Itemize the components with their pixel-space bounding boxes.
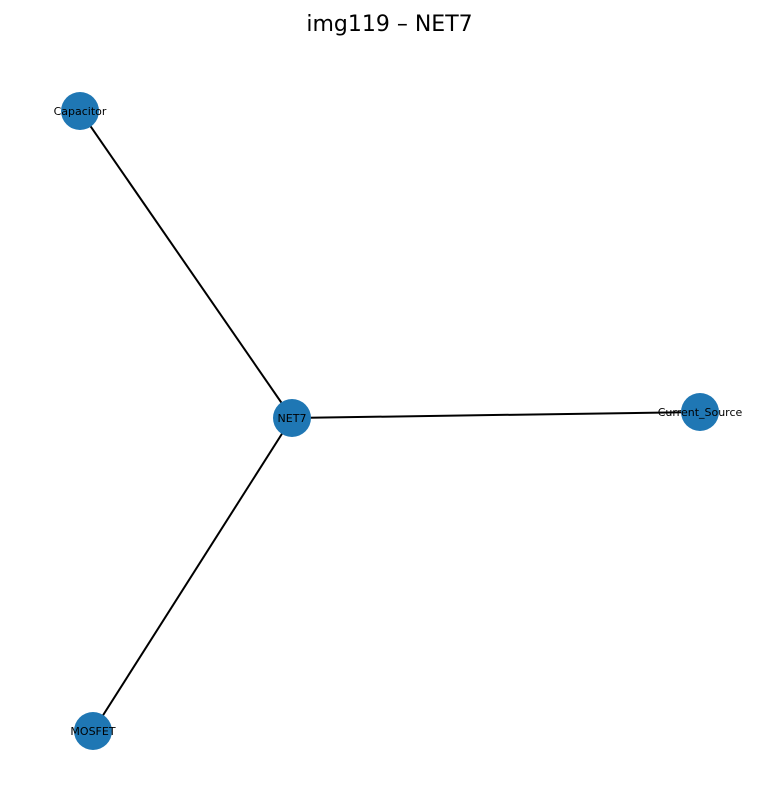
node-label: NET7	[278, 412, 307, 425]
node-mosfet: MOSFET	[70, 712, 116, 750]
node-circle	[681, 393, 719, 431]
node-net7: NET7	[273, 399, 311, 437]
node-circle	[74, 712, 112, 750]
node-circle	[273, 399, 311, 437]
edge-net7-current-source	[291, 411, 701, 419]
edge-net7-mosfet	[92, 417, 293, 732]
node-label: Current_Source	[658, 406, 743, 419]
edge-net7-capacitor	[79, 110, 293, 419]
node-circle	[61, 92, 99, 130]
node-current-source: Current_Source	[658, 393, 743, 431]
diagram-title: img119 – NET7	[306, 12, 473, 37]
node-capacitor: Capacitor	[54, 92, 107, 130]
node-label: MOSFET	[70, 725, 115, 738]
node-label: Capacitor	[54, 105, 107, 118]
